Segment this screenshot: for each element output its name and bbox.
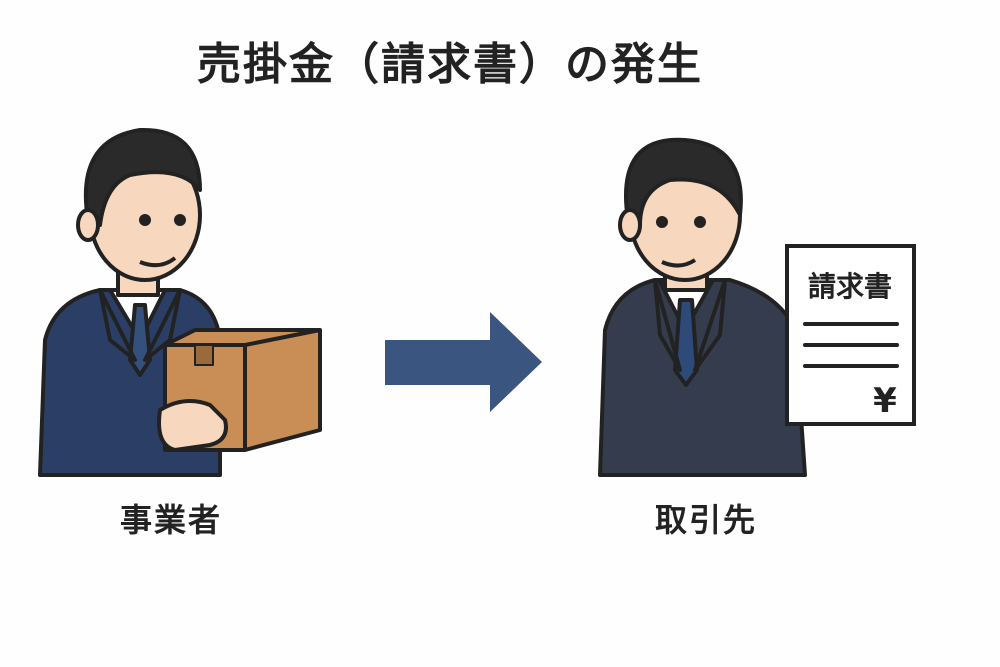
client-figure	[598, 137, 807, 477]
invoice-title: 請求書	[808, 270, 892, 303]
diagram-title: 売掛金（請求書）の発生	[197, 39, 703, 90]
invoice-lines	[803, 322, 899, 368]
business-owner-label: 事業者	[120, 501, 223, 539]
yen-symbol: ¥	[873, 381, 897, 421]
client-label: 取引先	[655, 501, 758, 539]
business-owner-figure	[38, 127, 322, 477]
flow-arrow	[385, 312, 542, 412]
invoice-document: 請求書 ¥	[785, 244, 916, 426]
